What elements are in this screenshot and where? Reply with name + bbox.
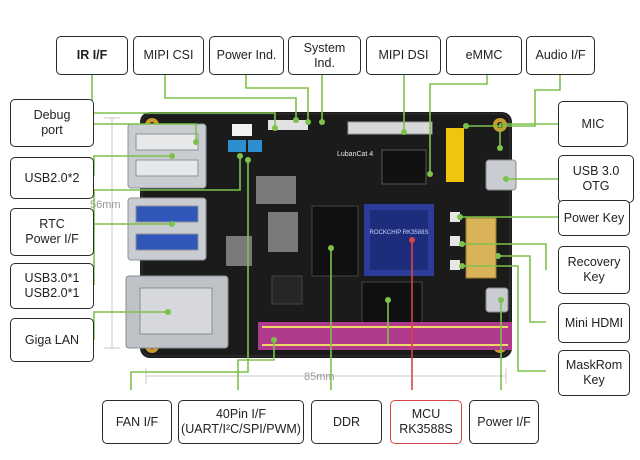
label-recovery-key: Recovery Key [558,246,630,294]
label-power-key: Power Key [558,200,630,236]
board-name: LubanCat 4 [337,151,373,158]
pcb: ROCKCHIP RK3588S LubanCat 4 [125,112,517,358]
label-rtc-power: RTC Power I/F [10,208,94,256]
label-ddr: DDR [311,400,382,444]
width-dimension: 85mm [304,371,335,383]
label-mipi-dsi: MIPI DSI [366,36,441,75]
label-mipi-csi: MIPI CSI [133,36,204,75]
label-mini-hdmi: Mini HDMI [558,303,630,343]
label-power-if: Power I/F [469,400,539,444]
label-mcu: MCU RK3588S [390,400,462,444]
label-usb2-x2: USB2.0*2 [10,157,94,199]
label-emmc: eMMC [446,36,522,75]
leader-dots [165,117,509,343]
label-audio-if: Audio I/F [526,36,595,75]
label-debug-port: Debug port [10,99,94,147]
label-giga-lan: Giga LAN [10,318,94,362]
label-usb3-usb2: USB3.0*1 USB2.0*1 [10,263,94,309]
label-system-ind: System Ind. [288,36,361,75]
leader-lines [91,75,561,390]
ethernet-port [125,275,229,349]
label-usb3-otg: USB 3.0 OTG [558,155,634,203]
label-maskrom-key: MaskRom Key [558,350,630,396]
height-dimension: 56mm [90,199,121,211]
soc-marking: ROCKCHIP RK3588S [370,230,429,236]
label-fan-if: FAN I/F [102,400,172,444]
label-power-ind: Power Ind. [209,36,284,75]
label-mic: MIC [558,101,628,147]
label-ir-if: IR I/F [56,36,128,75]
label-40pin-if: 40Pin I/F (UART/I²C/SPI/PWM) [178,400,304,444]
usb3-ports [127,197,207,261]
